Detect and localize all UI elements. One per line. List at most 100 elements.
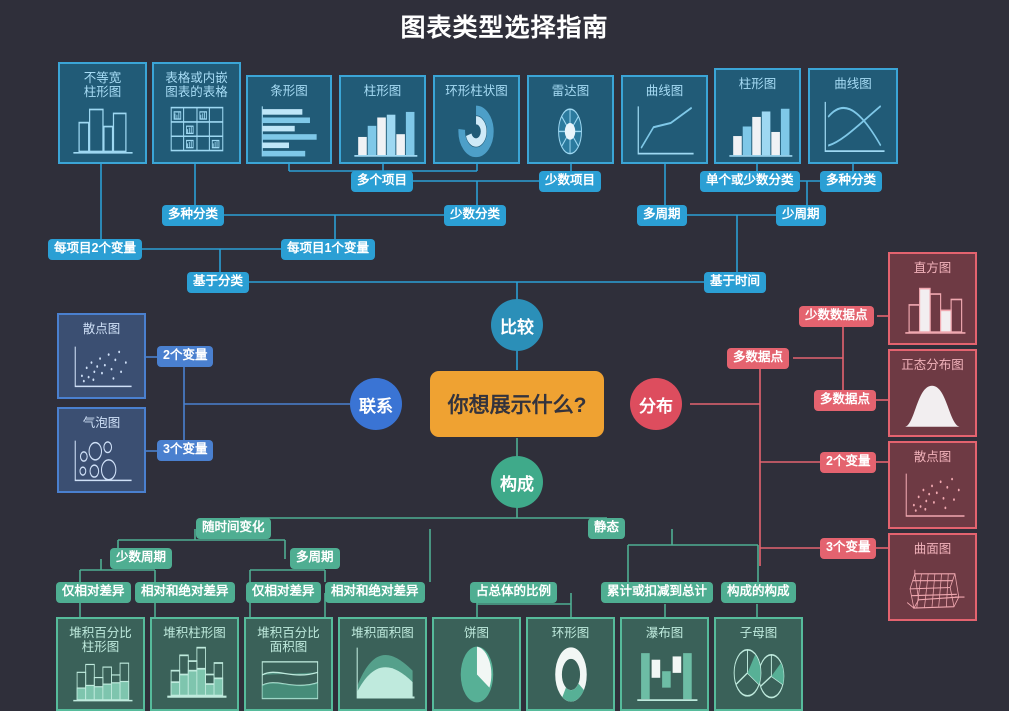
stacked-column-icon (152, 640, 237, 709)
card-bubble-chart[interactable]: 气泡图 (57, 407, 146, 493)
label-few-data-points[interactable]: 少数数据点 (799, 306, 874, 327)
histogram-icon (890, 275, 975, 343)
card-scatter-plot[interactable]: 散点图 (57, 313, 146, 399)
label-components-of-components[interactable]: 构成的构成 (721, 582, 796, 603)
card-variable-width-column[interactable]: 不等宽柱形图 (58, 62, 147, 164)
card-waterfall-chart[interactable]: 瀑布图 (620, 617, 709, 711)
center-label: 你想展示什么? (447, 394, 587, 417)
label-relative-and-absolute-b[interactable]: 相对和绝对差异 (325, 582, 425, 603)
line-chart-icon (623, 98, 706, 162)
card-label: 直方图 (913, 261, 952, 275)
card-pie-chart[interactable]: 饼图 (432, 617, 521, 711)
3d-surface-mesh-icon (890, 556, 975, 619)
card-stacked-100-area[interactable]: 堆积百分比面积图 (244, 617, 333, 711)
card-label: 不等宽柱形图 (83, 71, 122, 99)
scatter-plot-icon (890, 464, 975, 527)
label-changes-over-time[interactable]: 随时间变化 (196, 518, 271, 539)
card-bar-chart[interactable]: 条形图 (246, 75, 332, 164)
card-label: 正态分布图 (901, 358, 964, 372)
card-label: 柱形图 (738, 77, 777, 91)
label-many-periods-comp[interactable]: 多周期 (290, 548, 340, 569)
card-radar-chart[interactable]: 雷达图 (527, 75, 614, 164)
hub-composition[interactable]: 构成 (491, 456, 543, 508)
label-relative-only-a[interactable]: 仅相对差异 (56, 582, 131, 603)
card-label: 子母图 (739, 626, 778, 640)
stacked-100-column-icon (58, 654, 143, 709)
label-two-variables-dist[interactable]: 2个变量 (820, 452, 877, 473)
hub-label: 比较 (500, 317, 534, 337)
table-grid-icon (154, 99, 239, 162)
card-circular-column-chart[interactable]: 环形柱状图 (433, 75, 520, 164)
label-few-categories[interactable]: 少数分类 (444, 205, 507, 226)
pie-chart-icon (434, 640, 519, 709)
card-normal-distribution[interactable]: 正态分布图 (888, 349, 977, 437)
card-surface-chart[interactable]: 曲面图 (888, 533, 977, 621)
hub-label: 分布 (639, 396, 673, 416)
card-label: 堆积柱形图 (163, 626, 226, 640)
card-line-chart[interactable]: 曲线图 (621, 75, 708, 164)
page-title: 图表类型选择指南 (400, 14, 609, 42)
column-chart-icon (716, 91, 799, 162)
card-stacked-column[interactable]: 堆积柱形图 (150, 617, 239, 711)
card-donut-chart[interactable]: 环形图 (526, 617, 615, 711)
crossing-lines-chart-icon (810, 91, 896, 162)
card-column-chart-time[interactable]: 柱形图 (714, 68, 801, 164)
card-table-with-charts[interactable]: 表格或内嵌图表的表格 (152, 62, 241, 164)
label-three-variables[interactable]: 3个变量 (157, 440, 214, 461)
label-many-data-points-2[interactable]: 多数据点 (814, 390, 877, 411)
label-many-periods[interactable]: 多周期 (637, 205, 687, 226)
label-by-time[interactable]: 基于时间 (704, 272, 767, 293)
radar-chart-icon (529, 98, 612, 162)
card-venn-chart[interactable]: 子母图 (714, 617, 803, 711)
hub-compare[interactable]: 比较 (491, 299, 543, 351)
card-label: 环形柱状图 (445, 84, 508, 98)
bubble-chart-icon (59, 430, 144, 491)
waterfall-chart-icon (622, 640, 707, 709)
column-chart-icon (341, 98, 424, 162)
card-stacked-area[interactable]: 堆积面积图 (338, 617, 427, 711)
bell-curve-icon (890, 372, 975, 435)
card-label: 曲面图 (913, 542, 952, 556)
donut-chart-icon (528, 640, 613, 709)
card-histogram[interactable]: 直方图 (888, 252, 977, 345)
label-share-of-total[interactable]: 占总体的比例 (470, 582, 558, 603)
label-relative-only-b[interactable]: 仅相对差异 (246, 582, 321, 603)
label-many-data-points[interactable]: 多数据点 (727, 348, 790, 369)
label-accumulate-or-subtract[interactable]: 累计或扣减到总计 (601, 582, 714, 603)
card-label: 堆积面积图 (351, 626, 414, 640)
horizontal-bar-chart-icon (248, 98, 330, 162)
center-question[interactable]: 你想展示什么? (430, 371, 604, 437)
card-label: 瀑布图 (645, 626, 684, 640)
card-label: 堆积百分比面积图 (257, 626, 320, 654)
card-label: 柱形图 (363, 84, 402, 98)
card-label: 表格或内嵌图表的表格 (165, 71, 228, 99)
label-many-categories-time[interactable]: 多种分类 (820, 171, 883, 192)
hub-relate[interactable]: 联系 (350, 378, 402, 430)
card-column-chart[interactable]: 柱形图 (339, 75, 426, 164)
card-scatter-plot-dist[interactable]: 散点图 (888, 441, 977, 529)
card-label: 环形图 (551, 626, 590, 640)
hub-distribution[interactable]: 分布 (630, 378, 682, 430)
label-by-category[interactable]: 基于分类 (187, 272, 250, 293)
label-two-variables[interactable]: 2个变量 (157, 346, 214, 367)
label-few-items[interactable]: 少数项目 (539, 171, 602, 192)
card-label: 曲线图 (645, 84, 684, 98)
card-label: 条形图 (270, 84, 308, 98)
card-line-chart-time[interactable]: 曲线图 (808, 68, 898, 164)
label-few-periods[interactable]: 少周期 (776, 205, 826, 226)
label-relative-and-absolute-a[interactable]: 相对和绝对差异 (135, 582, 235, 603)
label-one-var-per-item[interactable]: 每项目1个变量 (281, 239, 375, 260)
label-few-periods-comp[interactable]: 少数周期 (110, 548, 173, 569)
label-two-vars-per-item[interactable]: 每项目2个变量 (48, 239, 142, 260)
label-static[interactable]: 静态 (588, 518, 626, 539)
label-many-items[interactable]: 多个项目 (351, 171, 414, 192)
label-many-categories[interactable]: 多种分类 (162, 205, 225, 226)
label-single-or-few-categories[interactable]: 单个或少数分类 (700, 171, 800, 192)
label-three-variables-dist[interactable]: 3个变量 (820, 538, 877, 559)
card-label: 堆积百分比柱形图 (69, 626, 132, 654)
hub-label: 构成 (500, 474, 534, 494)
hub-label: 联系 (359, 396, 393, 416)
card-stacked-100-column[interactable]: 堆积百分比柱形图 (56, 617, 145, 711)
card-label: 曲线图 (834, 77, 872, 91)
